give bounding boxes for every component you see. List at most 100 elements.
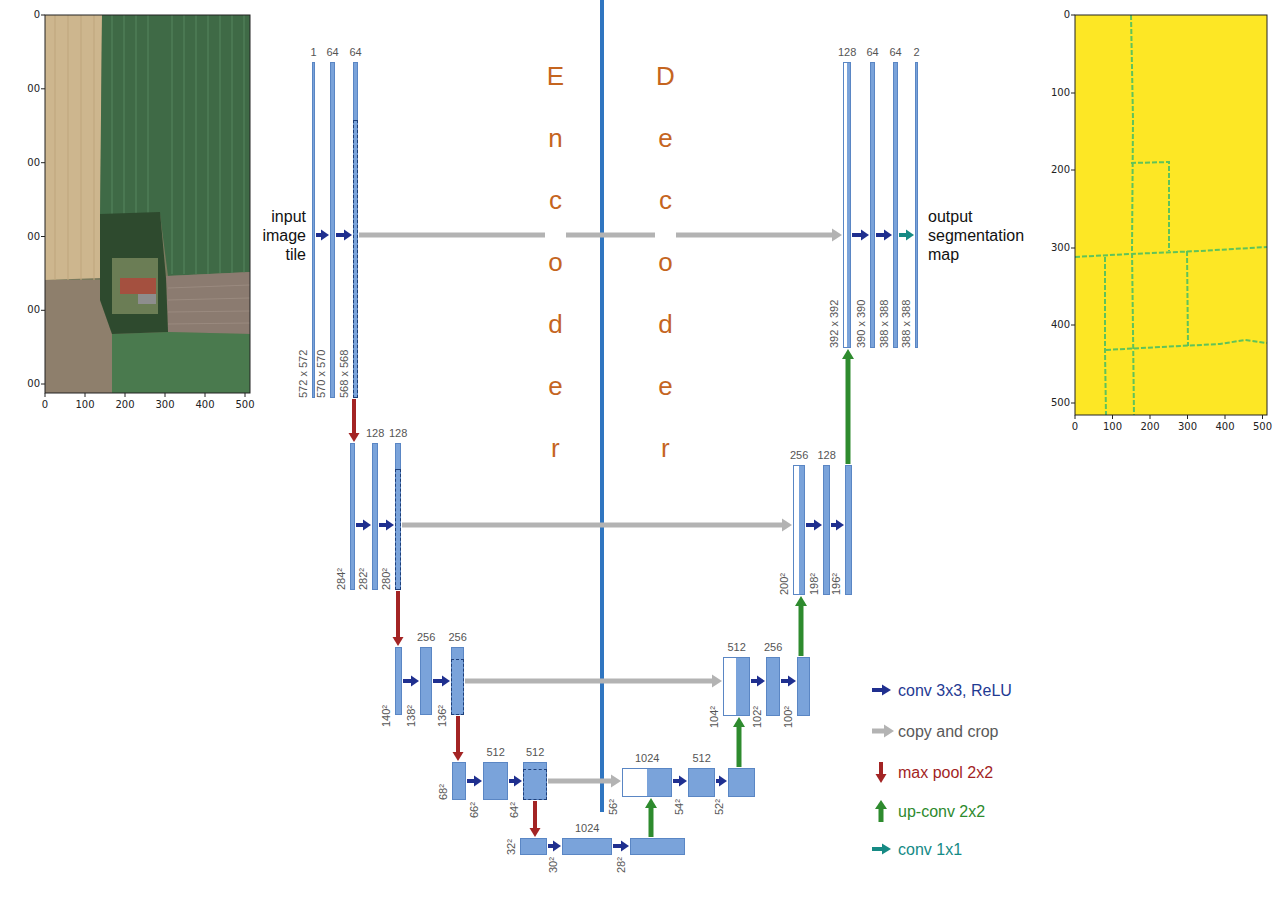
- size-label: 64²: [508, 802, 521, 818]
- axis-tick-label: 500: [1253, 421, 1272, 433]
- conv-arrow: [781, 679, 788, 683]
- feature-map: 51264²: [523, 762, 547, 800]
- axis-tick-label: 200: [115, 399, 134, 411]
- axis-tick-label: 300: [155, 399, 174, 411]
- size-label: 56²: [607, 799, 620, 815]
- size-label: 104²: [708, 706, 721, 728]
- channel-label: 256: [790, 449, 808, 462]
- axis-tick-label: 300: [1178, 421, 1197, 433]
- axis-tick-label: 400: [195, 399, 214, 411]
- axes-frame: [1075, 15, 1267, 415]
- field: [166, 272, 250, 334]
- legend-entry: max pool 2x2: [898, 763, 993, 782]
- field-stripes: [55, 15, 94, 280]
- axis-tick-label: 0: [1064, 9, 1070, 21]
- feature-map: 52²: [728, 768, 755, 797]
- field: [45, 15, 102, 280]
- aerial-photo: [45, 15, 250, 393]
- conv-arrow: [716, 779, 719, 783]
- stripe: [55, 15, 56, 280]
- channel-label: 128: [818, 449, 836, 462]
- tick: [41, 88, 45, 89]
- feature-map: 196²: [845, 465, 852, 595]
- feature-map: 284²: [350, 443, 355, 590]
- legend-entry: copy and crop: [898, 722, 999, 741]
- up-conv-arrow: [799, 606, 804, 656]
- size-label: 390 x 390: [855, 300, 868, 348]
- size-label: 282²: [357, 568, 370, 590]
- stripe: [195, 15, 197, 274]
- axis-tick-label: 100: [1103, 421, 1122, 433]
- feature-map: 100²: [797, 657, 810, 716]
- tick: [1071, 248, 1075, 249]
- feature-map: 64388 x 388: [893, 62, 898, 348]
- feature-map: 256102²: [766, 657, 780, 716]
- section-label: Encoder: [545, 45, 566, 479]
- channel-label: 1: [311, 46, 317, 59]
- boundary: [1105, 257, 1106, 415]
- axis-tick-label: 100: [1051, 87, 1070, 99]
- max-pool-arrow: [456, 716, 460, 752]
- conv-arrow: [852, 233, 861, 237]
- stripe: [94, 15, 95, 280]
- axis-tick-label: 0: [34, 9, 40, 21]
- tick: [125, 393, 126, 397]
- tick: [1071, 403, 1075, 404]
- conv-arrow: [673, 779, 679, 783]
- conv-arrow: [433, 679, 442, 683]
- segmentation-map: [1075, 15, 1267, 415]
- conv-arrow: [336, 233, 344, 237]
- channel-label: 256: [449, 631, 467, 644]
- axis-tick-label: 300: [1051, 242, 1070, 254]
- tick: [1262, 415, 1263, 419]
- copy-crop-arrow: [402, 523, 782, 528]
- up-conv-arrow: [737, 727, 742, 767]
- size-label: 102²: [751, 706, 764, 728]
- stripe: [231, 15, 233, 273]
- feature-map: 140²: [395, 647, 402, 715]
- legend-text: max pool 2x2: [898, 764, 993, 781]
- house-roof: [120, 278, 156, 294]
- barn-roof: [138, 294, 156, 304]
- stripe: [171, 15, 173, 274]
- legend-text: up-conv 2x2: [898, 803, 985, 820]
- axis-tick-label: 0: [1072, 421, 1078, 433]
- feature-map: 256200²: [793, 465, 805, 595]
- boundary: [1131, 15, 1134, 415]
- feature-map: 51266²: [483, 762, 508, 800]
- copy-crop-arrow: [548, 779, 611, 784]
- legend-arrow: [882, 685, 891, 696]
- stripe: [111, 15, 113, 214]
- field-stripes: [168, 285, 250, 324]
- legend-arrow: [884, 725, 894, 738]
- size-label: 568 x 568: [338, 350, 351, 398]
- crop-outline: [523, 769, 547, 800]
- channel-label: 64: [350, 46, 362, 59]
- stripe: [168, 285, 250, 288]
- legend-arrow: [875, 800, 887, 809]
- channel-label: 2: [914, 46, 920, 59]
- tick: [1187, 415, 1188, 419]
- feature-map: 28²: [630, 838, 685, 855]
- axis-tick-label: 200: [1051, 164, 1070, 176]
- conv-arrow: [379, 523, 386, 527]
- size-label: 196²: [830, 573, 843, 595]
- conv-arrow: [509, 779, 514, 783]
- stripe: [81, 15, 82, 280]
- feature-map: 512104²: [723, 657, 750, 716]
- channel-label: 512: [487, 746, 505, 759]
- feature-map: 2388 x 388: [915, 62, 918, 348]
- size-label: 52²: [713, 799, 726, 815]
- channel-label: 64: [890, 46, 902, 59]
- map-ground: [1075, 15, 1267, 415]
- legend-arrow: [872, 688, 882, 692]
- feature-map: 102456²: [622, 768, 672, 797]
- tick: [205, 393, 206, 397]
- axis-tick-label: 00: [27, 157, 40, 169]
- feature-map: 128280²: [395, 443, 401, 590]
- tick: [1071, 93, 1075, 94]
- conv-arrow: [831, 523, 836, 527]
- legend-samples: [872, 685, 894, 855]
- conv-arrow: [548, 844, 553, 848]
